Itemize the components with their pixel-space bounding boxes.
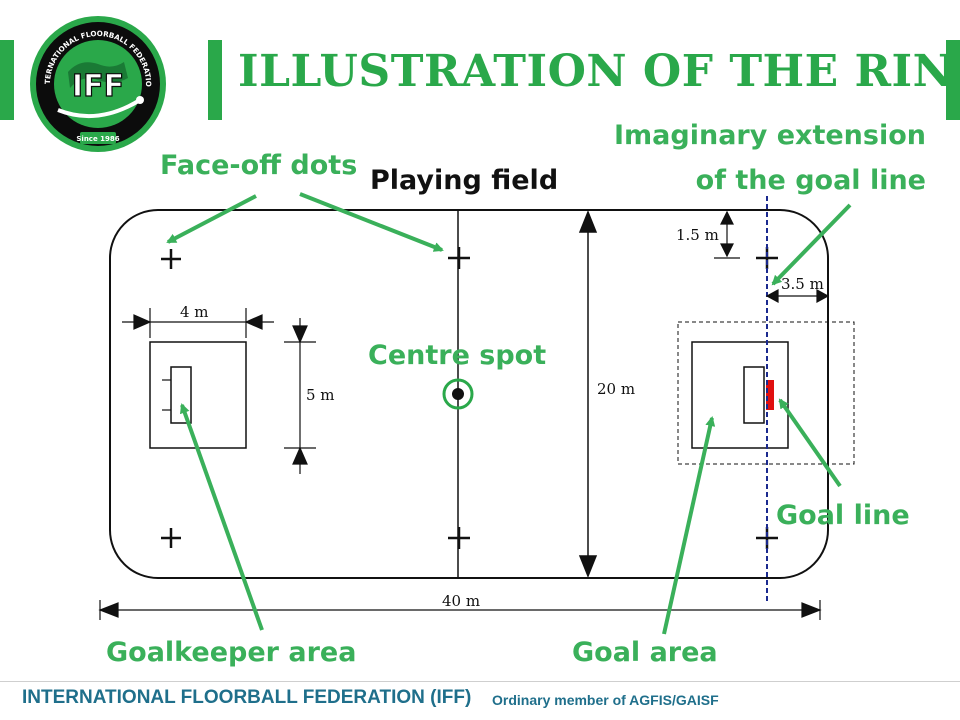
face-off-dots xyxy=(161,247,778,549)
label-goal-area: Goal area xyxy=(572,637,718,668)
measure-rink-length-label: 40 m xyxy=(442,592,480,610)
footer-divider xyxy=(0,681,960,682)
face-off-dot xyxy=(448,247,470,269)
arrow-imaginary-line xyxy=(771,203,852,286)
footer-organization: INTERNATIONAL FLOORBALL FEDERATION (IFF) xyxy=(22,687,472,708)
goal-area-right xyxy=(691,341,789,449)
measure-goal-area-width-label: 4 m xyxy=(180,303,209,321)
logo-since: Since 1986 xyxy=(76,135,119,143)
goalkeeper-area-left xyxy=(170,366,192,424)
face-off-dot xyxy=(756,527,778,549)
face-off-dot xyxy=(448,527,470,549)
accent-bar-middle xyxy=(208,40,222,120)
measure-goal-area-depth-label: 5 m xyxy=(306,386,335,404)
arrow-face-off-centre xyxy=(299,192,444,252)
arrow-face-off-left xyxy=(166,194,257,244)
logo-stick-icon xyxy=(57,98,142,119)
measure-rink-length xyxy=(98,600,822,620)
logo-since-badge xyxy=(80,132,116,144)
face-off-dot xyxy=(161,528,181,548)
measure-goal-area-depth xyxy=(284,318,316,474)
footer-membership: Ordinary member of AGFIS/GAISF xyxy=(492,692,719,708)
accent-bar-right xyxy=(946,40,960,120)
arrow-goal-area xyxy=(662,416,716,635)
measure-rink-width xyxy=(578,209,598,579)
logo-continents xyxy=(68,62,128,88)
measure-goal-line-offset xyxy=(765,282,830,308)
label-playing-field: Playing field xyxy=(370,165,558,196)
logo-monogram: IFF xyxy=(72,69,124,104)
logo-ball-icon xyxy=(136,96,144,104)
goal-right xyxy=(766,380,774,410)
label-goalkeeper-area: Goalkeeper area xyxy=(106,637,356,668)
label-centre-spot: Centre spot xyxy=(368,340,546,371)
face-off-dot xyxy=(161,249,181,269)
label-imaginary-extension-2: of the goal line xyxy=(696,165,926,196)
centre-spot xyxy=(452,388,464,400)
logo-globe xyxy=(54,40,142,128)
measure-face-off-offset xyxy=(714,210,740,259)
goal-area-left xyxy=(149,341,247,449)
measure-rink-width-label: 20 m xyxy=(597,380,635,398)
slide-title: ILLUSTRATION OF THE RINK xyxy=(238,46,960,97)
arrow-goalkeeper-area xyxy=(179,403,264,631)
label-goal-line: Goal line xyxy=(776,500,910,531)
measure-goal-line-offset-label: 3.5 m xyxy=(781,275,824,293)
label-face-off-dots: Face-off dots xyxy=(160,150,357,181)
centre-spot-ring xyxy=(442,378,474,410)
label-imaginary-extension-1: Imaginary extension xyxy=(614,120,926,151)
measure-goal-area-width xyxy=(122,308,274,338)
arrow-goal-line xyxy=(778,398,842,488)
goalkeeper-area-right xyxy=(743,366,765,424)
rink-boundary xyxy=(109,209,829,579)
iff-logo: INTERNATIONAL FLOORBALL FEDERATION IFF S… xyxy=(28,14,166,152)
pointer-arrows xyxy=(166,192,852,635)
face-off-dot xyxy=(756,247,778,269)
accent-bar-left xyxy=(0,40,14,120)
rink-diagram: 4 m 5 m 20 m 40 m 1.5 m 3.5 m xyxy=(98,120,926,668)
measure-face-off-offset-label: 1.5 m xyxy=(676,226,719,244)
